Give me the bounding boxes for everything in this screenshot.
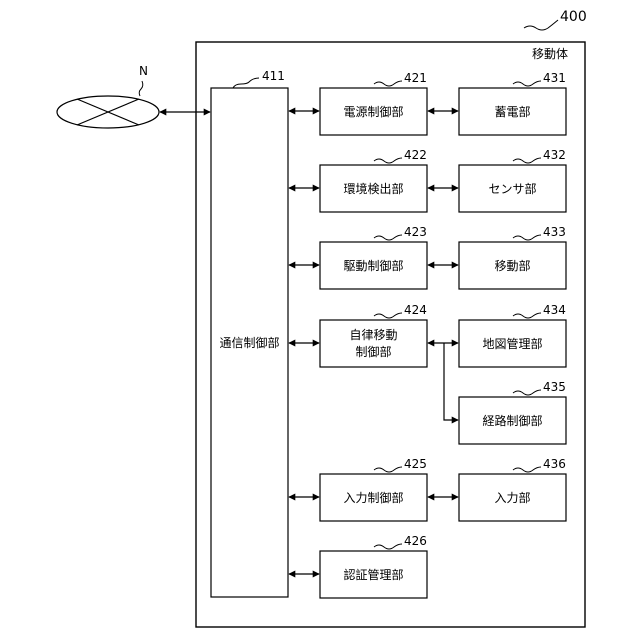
block-drive-label: 駆動制御部 xyxy=(343,258,403,273)
block-comm: 通信制御部 xyxy=(211,88,288,597)
block-autonomous-number: 424 xyxy=(404,303,427,317)
block-autonomous: 自律移動 制御部 xyxy=(320,320,427,367)
block-map: 地図管理部 xyxy=(459,320,566,367)
block-route-leader xyxy=(513,390,541,395)
figure-number-leader xyxy=(524,20,558,30)
block-comm-label: 通信制御部 xyxy=(219,335,279,350)
block-input-leader xyxy=(513,467,541,472)
block-map-number: 434 xyxy=(543,303,566,317)
block-auth-label: 認証管理部 xyxy=(343,567,403,582)
block-battery: 蓄電部 xyxy=(459,88,566,135)
block-route: 経路制御部 xyxy=(459,397,566,444)
block-battery-label: 蓄電部 xyxy=(494,104,530,119)
block-input-label: 入力部 xyxy=(494,490,530,505)
block-move-leader xyxy=(513,235,541,240)
network-label: N xyxy=(139,64,148,78)
connector-autonomous-route xyxy=(444,343,458,420)
block-input-control-number: 425 xyxy=(404,457,427,471)
block-power: 電源制御部 xyxy=(320,88,427,135)
block-map-label: 地図管理部 xyxy=(482,336,542,351)
block-power-leader xyxy=(374,81,402,86)
block-sensor-label: センサ部 xyxy=(488,181,536,196)
block-comm-leader xyxy=(233,78,259,88)
block-sensor: センサ部 xyxy=(459,165,566,212)
block-route-label: 経路制御部 xyxy=(482,413,542,428)
block-sensor-leader xyxy=(513,158,541,163)
block-auth-leader xyxy=(374,544,402,549)
block-battery-leader xyxy=(513,81,541,86)
block-move-label: 移動部 xyxy=(494,258,530,273)
block-route-number: 435 xyxy=(543,380,566,394)
block-power-number: 421 xyxy=(404,71,427,85)
network-icon xyxy=(57,96,159,128)
block-env-leader xyxy=(374,158,402,163)
moving-body-label: 移動体 xyxy=(532,47,568,61)
block-power-label: 電源制御部 xyxy=(343,104,403,119)
block-drive-leader xyxy=(374,235,402,240)
block-input: 入力部 xyxy=(459,474,566,521)
block-autonomous-leader xyxy=(374,313,402,318)
block-comm-number: 411 xyxy=(262,69,285,83)
block-auth: 認証管理部 xyxy=(320,551,427,598)
block-map-leader xyxy=(513,313,541,318)
block-battery-number: 431 xyxy=(543,71,566,85)
block-autonomous-label-2: 制御部 xyxy=(355,344,391,359)
block-env-label: 環境検出部 xyxy=(343,181,403,196)
figure-number: 400 xyxy=(560,9,587,25)
block-env-number: 422 xyxy=(404,148,427,162)
block-move: 移動部 xyxy=(459,242,566,289)
network-leader xyxy=(139,81,143,96)
block-input-control-label: 入力制御部 xyxy=(343,490,403,505)
block-move-number: 433 xyxy=(543,225,566,239)
block-sensor-number: 432 xyxy=(543,148,566,162)
block-auth-number: 426 xyxy=(404,534,427,548)
block-autonomous-label-1: 自律移動 xyxy=(349,328,397,342)
block-drive-number: 423 xyxy=(404,225,427,239)
block-env: 環境検出部 xyxy=(320,165,427,212)
block-input-control-leader xyxy=(374,467,402,472)
block-input-number: 436 xyxy=(543,457,566,471)
block-input-control: 入力制御部 xyxy=(320,474,427,521)
block-drive: 駆動制御部 xyxy=(320,242,427,289)
